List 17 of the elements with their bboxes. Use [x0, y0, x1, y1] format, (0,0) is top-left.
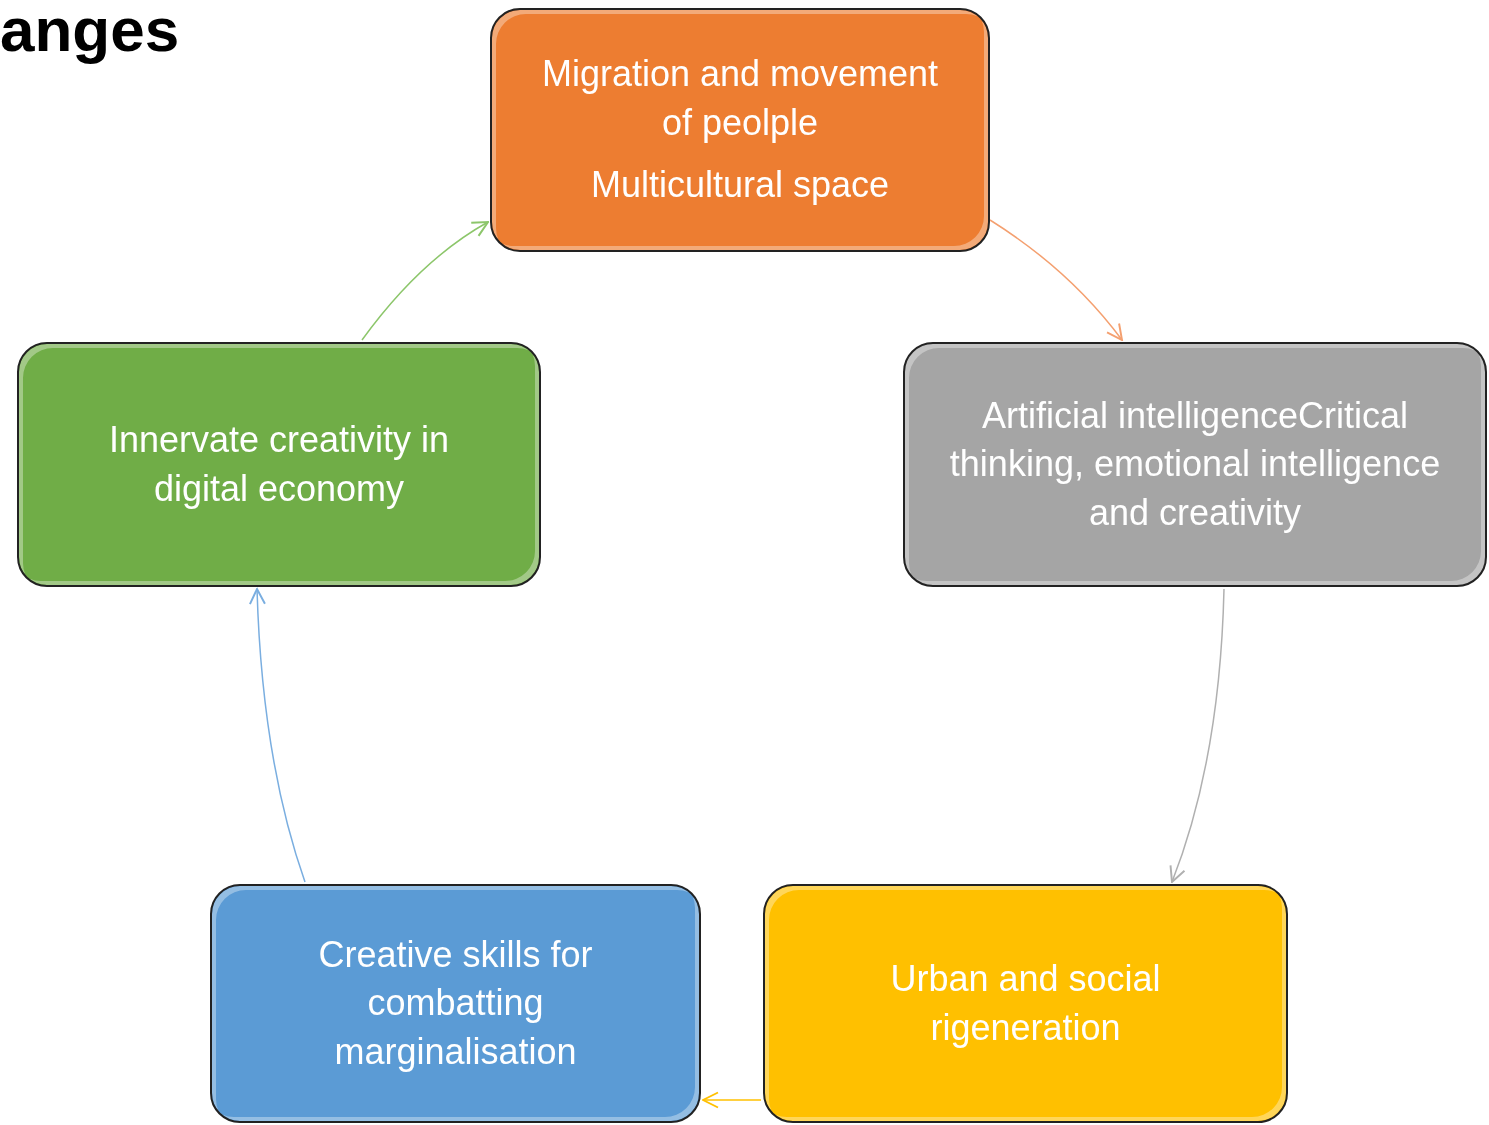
arrow: [249, 588, 306, 883]
box-text: Innervate creativity in digital economy: [107, 417, 451, 511]
process-box: [490, 8, 990, 252]
process-box: [17, 342, 541, 587]
arrow: [361, 221, 489, 341]
process-box: [903, 342, 1487, 587]
arrow: [989, 219, 1123, 341]
process-box: [210, 884, 701, 1123]
box-text: Urban and social rigeneration: [889, 956, 1162, 1050]
title: anges: [0, 0, 180, 65]
box-text: Migration and movement of peolple: [540, 52, 940, 145]
box-text: Multicultural space: [590, 163, 890, 208]
process-box: [763, 884, 1288, 1123]
arrow: [1169, 588, 1225, 883]
box-text: Creative skills for combatting marginalisation: [317, 932, 594, 1074]
box-text: Artificial intelligenceCritical thinking, emotional intelligence and creativity: [948, 393, 1442, 535]
arrow: [702, 1091, 762, 1109]
